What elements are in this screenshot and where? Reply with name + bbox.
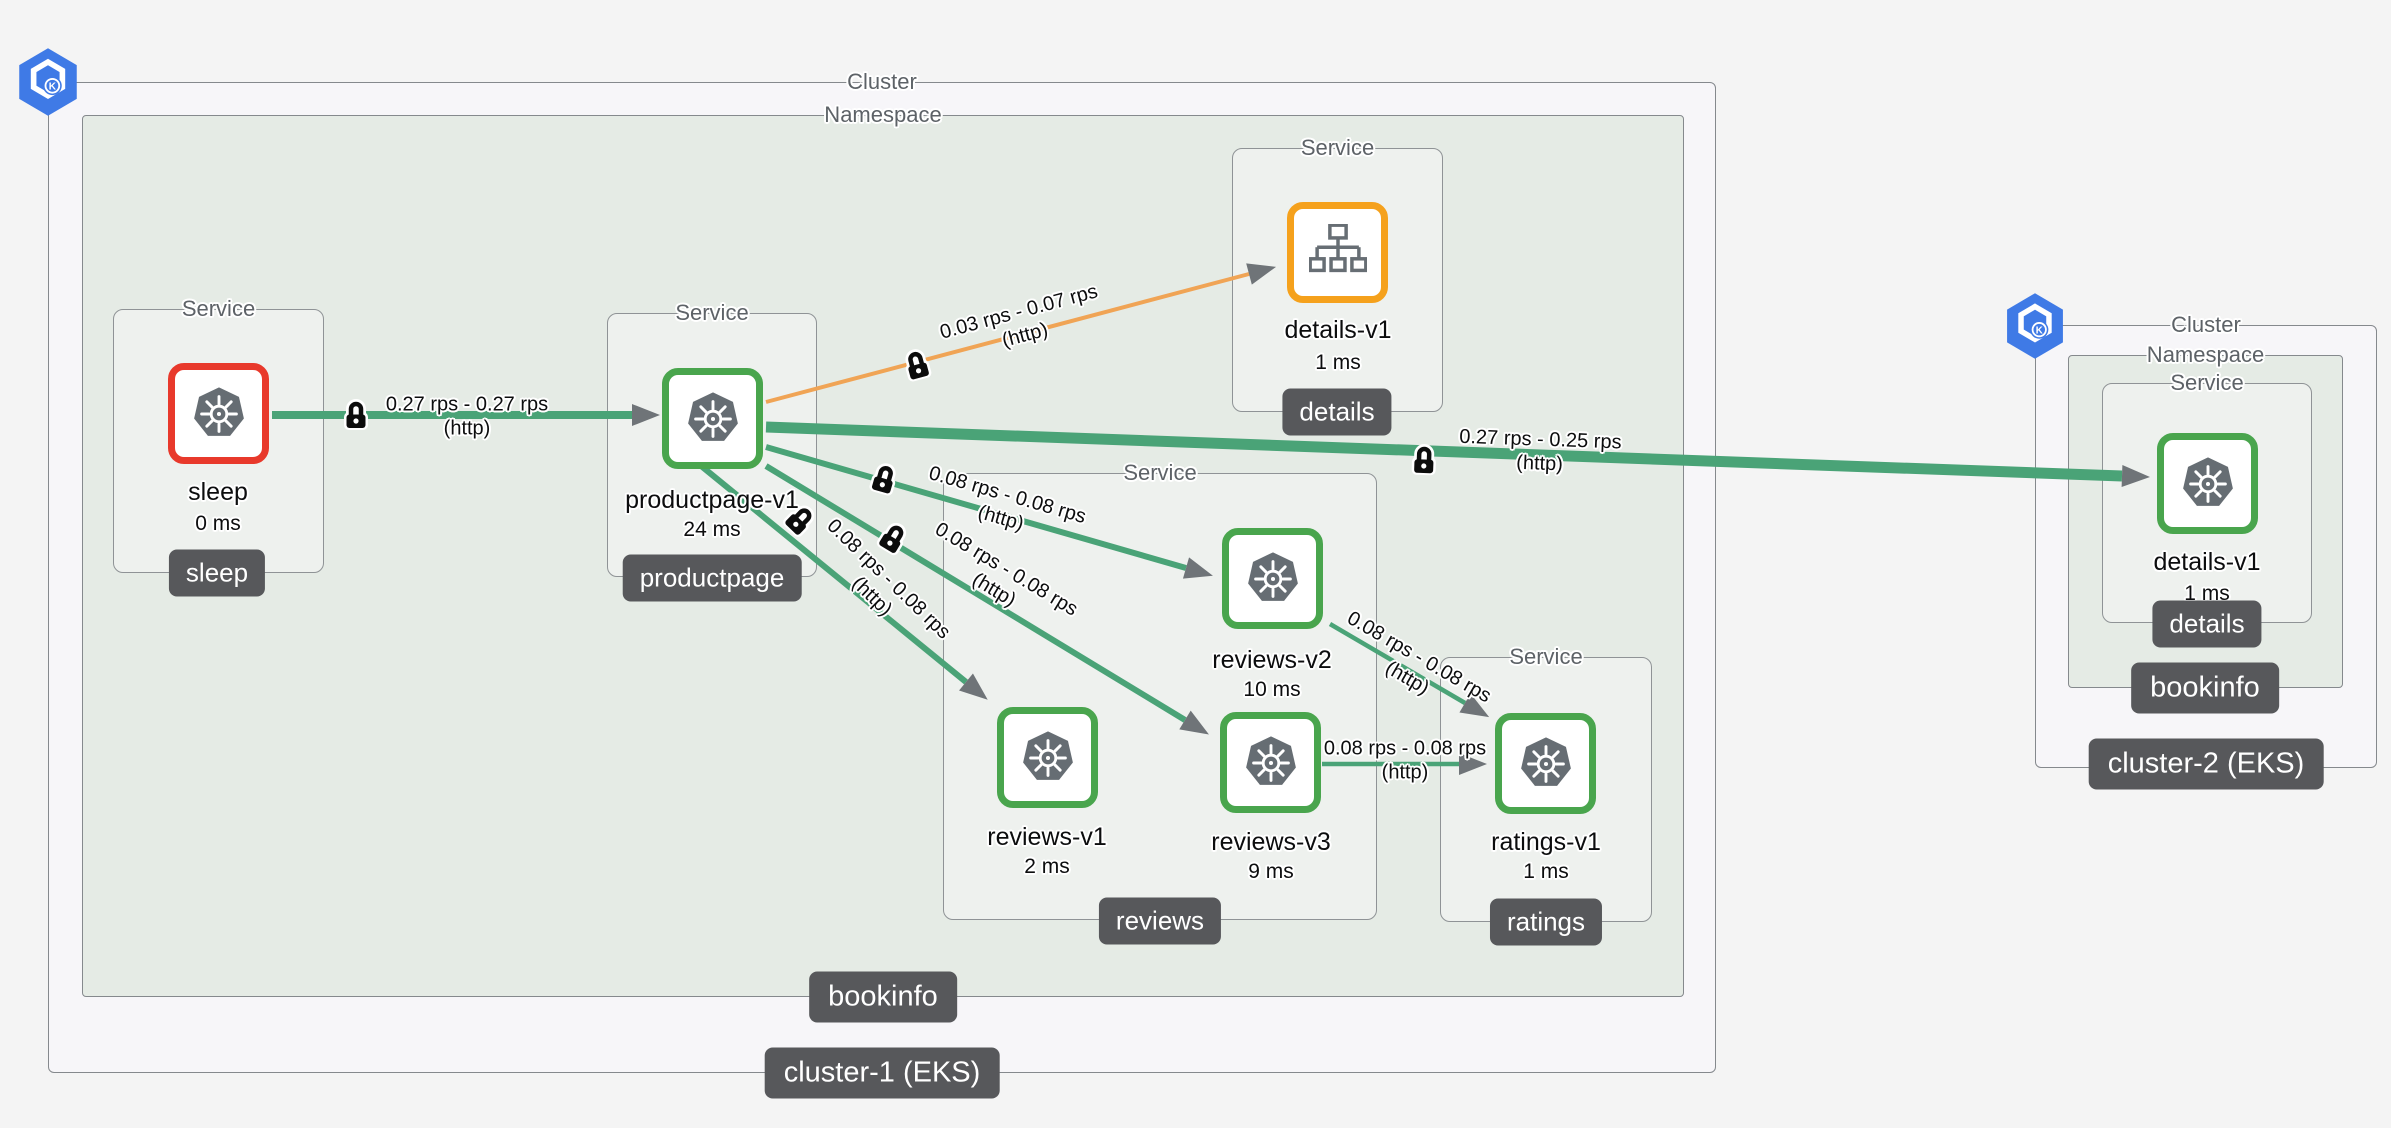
service-badge-sleep[interactable]: sleep: [168, 549, 266, 597]
edge-productpage-to-details[interactable]: [765, 263, 1277, 404]
mtls-lock-icon: [1411, 449, 1436, 476]
sitemap-icon: [1309, 224, 1367, 282]
cluster-1-box-title: Cluster: [847, 69, 917, 94]
node-details-v1[interactable]: [1287, 202, 1388, 303]
mtls-lock-icon: [344, 404, 368, 430]
kubernetes-icon: [190, 385, 248, 443]
kubernetes-icon: [2179, 455, 2237, 513]
node-label: details-v1: [2153, 548, 2261, 576]
node-label: ratings-v1: [1491, 828, 1601, 856]
service-box-title: Service: [1123, 460, 1197, 485]
service-box-title: Service: [1509, 644, 1583, 669]
kubernetes-icon: [1244, 550, 1302, 608]
service-badge-details[interactable]: details: [1282, 388, 1392, 436]
node-latency: 1 ms: [1315, 351, 1361, 374]
node-reviews-v2[interactable]: [1222, 528, 1323, 629]
edge-label: 0.27 rps - 0.25 rps(http): [1458, 425, 1622, 476]
mtls-lock-icon: [903, 351, 933, 382]
node-latency: 10 ms: [1243, 678, 1301, 701]
node-label: reviews-v1: [987, 823, 1107, 851]
namespace-box-title: Namespace: [824, 102, 942, 127]
namespace-box-title: Namespace: [2146, 342, 2265, 367]
cluster-badge-cluster-1[interactable]: cluster-1 (EKS): [764, 1047, 1000, 1099]
node-reviews-v1[interactable]: [997, 707, 1098, 808]
node-sleep[interactable]: [168, 363, 269, 464]
service-badge-details-cluster2[interactable]: details: [2152, 600, 2262, 648]
node-details-v1-cluster2[interactable]: [2157, 433, 2258, 534]
service-badge-reviews[interactable]: reviews: [1098, 897, 1222, 945]
edge-productpage-to-reviews-v1[interactable]: [698, 462, 988, 700]
service-badge-ratings[interactable]: ratings: [1489, 898, 1603, 946]
namespace-badge-bookinfo[interactable]: bookinfo: [809, 971, 957, 1023]
node-productpage-v1[interactable]: [662, 368, 763, 469]
node-ratings-v1[interactable]: [1495, 713, 1596, 814]
node-label: reviews-v3: [1211, 828, 1331, 856]
node-latency: 0 ms: [195, 512, 241, 535]
node-label: productpage-v1: [625, 486, 799, 514]
namespace-badge-bookinfo-2[interactable]: bookinfo: [2131, 662, 2279, 714]
kubernetes-cluster-icon: [2004, 292, 2066, 360]
service-badge-productpage[interactable]: productpage: [622, 554, 802, 602]
edge-label: 0.27 rps - 0.27 rps(http): [385, 393, 549, 440]
edge-productpage-to-reviews-v3[interactable]: [764, 463, 1209, 735]
node-latency: 9 ms: [1248, 860, 1294, 883]
node-label: details-v1: [1284, 316, 1392, 344]
service-box-title: Service: [675, 300, 749, 325]
node-reviews-v3[interactable]: [1220, 712, 1321, 813]
node-latency: 1 ms: [1523, 860, 1569, 883]
kubernetes-icon: [684, 390, 742, 448]
node-label: reviews-v2: [1212, 646, 1332, 674]
node-label: sleep: [188, 478, 248, 506]
node-latency: 24 ms: [683, 518, 741, 541]
service-box-details-2[interactable]: Service: [2102, 370, 2312, 623]
kubernetes-icon: [1242, 734, 1300, 792]
mtls-lock-icon: [868, 465, 898, 497]
kubernetes-icon: [1517, 735, 1575, 793]
edge-productpage-to-details-cluster2[interactable]: [765, 421, 2150, 487]
edge-reviews-v2-to-ratings[interactable]: [1328, 622, 1490, 718]
node-latency: 2 ms: [1024, 855, 1070, 878]
node-latency: 1 ms: [2184, 582, 2230, 605]
edge-label: 0.08 rps - 0.08 rps(http): [1323, 737, 1487, 784]
kubernetes-icon: [1019, 729, 1077, 787]
service-box-title: Service: [2170, 370, 2244, 395]
service-box-title: Service: [1300, 135, 1375, 160]
edge-productpage-to-reviews-v2[interactable]: [765, 444, 1213, 579]
cluster-badge-cluster-2[interactable]: cluster-2 (EKS): [2088, 738, 2324, 790]
kubernetes-cluster-icon: [16, 47, 80, 117]
cluster-2-box-title: Cluster: [2171, 312, 2241, 337]
service-box-title: Service: [181, 296, 256, 321]
